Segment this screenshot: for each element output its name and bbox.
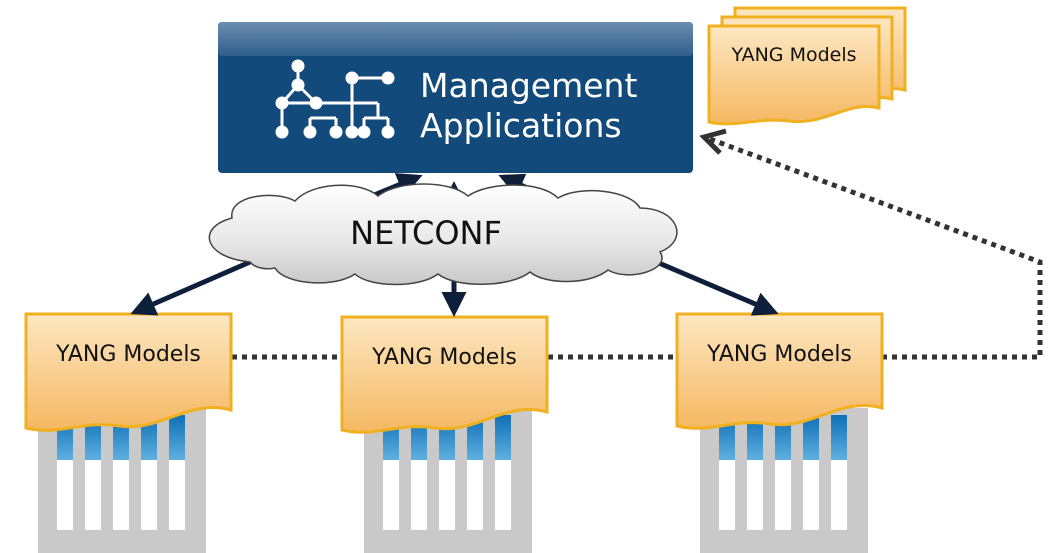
netconf-cloud <box>208 183 678 286</box>
dotted-return-arrow <box>699 128 1043 360</box>
network-tree-icon <box>275 59 395 139</box>
yang-stack-label: YANG Models <box>731 44 857 66</box>
device-rack-right <box>700 408 868 553</box>
netconf-label: NETCONF <box>350 214 502 252</box>
management-title-line1: Management <box>420 66 638 105</box>
yang-label-left: YANG Models <box>56 342 201 367</box>
yang-label-right: YANG Models <box>707 342 852 367</box>
device-rack-center <box>364 408 532 553</box>
management-title: Management Applications <box>420 66 680 146</box>
yang-label-center: YANG Models <box>372 345 517 370</box>
yang-model-stack <box>707 6 907 126</box>
management-title-line2: Applications <box>420 106 622 145</box>
yang-doc-right <box>675 312 884 430</box>
yang-doc-left <box>24 312 233 432</box>
yang-doc-center <box>340 315 549 434</box>
